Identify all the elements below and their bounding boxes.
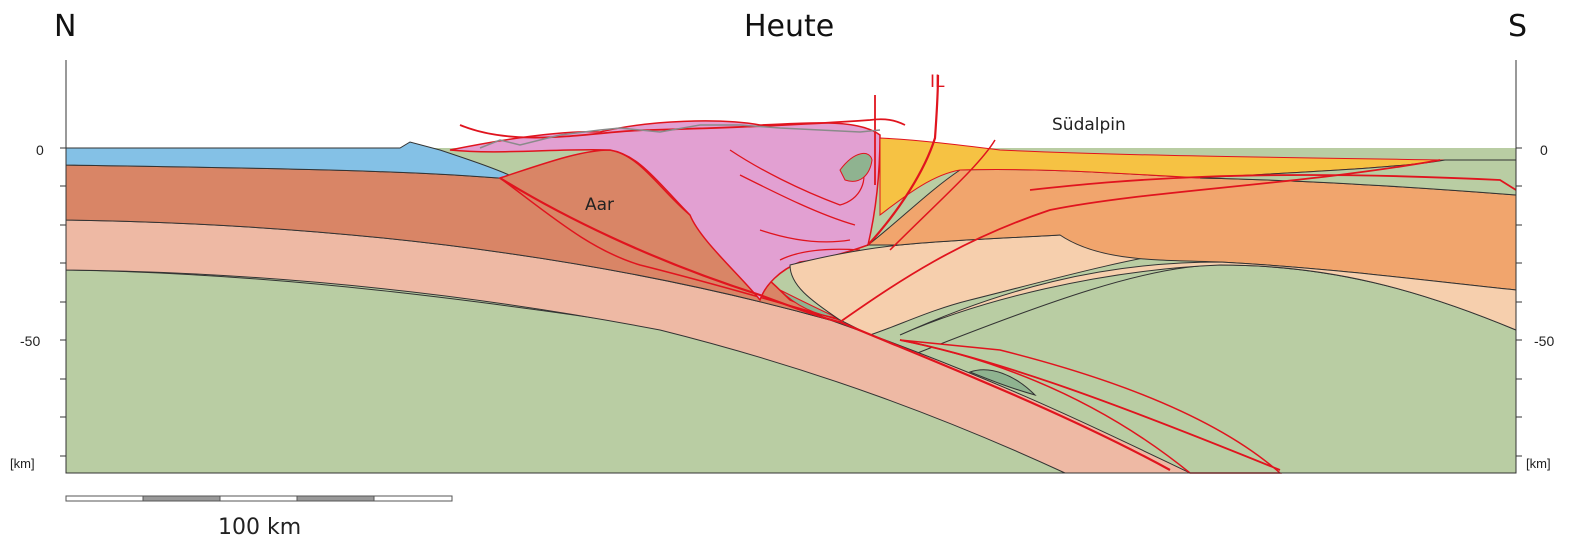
label-aar: Aar xyxy=(585,197,614,214)
right-unit: [km] xyxy=(1526,457,1551,470)
diagram-title: Heute xyxy=(744,12,834,42)
right-tick-minus50: -50 xyxy=(1534,334,1554,348)
left-tick-minus50: -50 xyxy=(20,334,40,348)
label-sudalpin: Südalpin xyxy=(1052,117,1126,134)
direction-south: S xyxy=(1508,12,1527,42)
right-tick-0: 0 xyxy=(1540,143,1548,157)
scale-bar-graphic xyxy=(66,496,452,501)
label-il: IL xyxy=(930,74,945,91)
left-axis-ticks xyxy=(60,148,66,456)
left-tick-0: 0 xyxy=(36,143,44,157)
direction-north: N xyxy=(54,12,76,42)
scale-bar-label: 100 km xyxy=(218,517,301,539)
right-axis-ticks xyxy=(1516,148,1522,456)
left-unit: [km] xyxy=(10,457,35,470)
